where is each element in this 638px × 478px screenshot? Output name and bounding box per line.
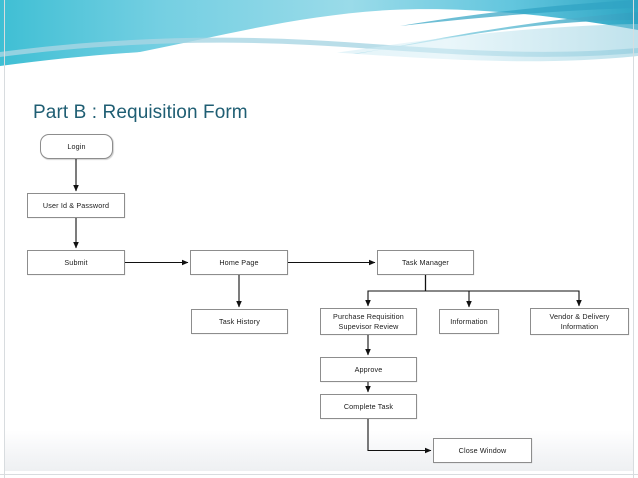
flow-node-home-page[interactable]: Home Page (190, 250, 288, 275)
flow-node-complete[interactable]: Complete Task (320, 394, 417, 419)
flow-node-label: Login (67, 141, 86, 151)
flow-node-approve[interactable]: Approve (320, 357, 417, 382)
page-border-left (4, 0, 5, 478)
flow-node-task-history[interactable]: Task History (191, 309, 288, 334)
flow-node-label: Task History (219, 316, 260, 326)
flow-node-label: Home Page (219, 257, 259, 267)
flow-node-close-window[interactable]: Close Window (433, 438, 532, 463)
flow-node-information[interactable]: Information (439, 309, 499, 334)
page-border-bottom (0, 474, 638, 475)
diagram-canvas (5, 129, 633, 471)
flow-node-label: Task Manager (402, 257, 449, 267)
flow-node-label: Information (450, 316, 488, 326)
flow-node-login[interactable]: Login (40, 134, 113, 159)
flow-node-label: Approve (354, 364, 383, 374)
flow-node-label: User Id & Password (42, 200, 110, 210)
flow-node-credentials[interactable]: User Id & Password (27, 193, 125, 218)
flow-node-submit[interactable]: Submit (27, 250, 125, 275)
flow-node-label: Complete Task (343, 401, 394, 411)
flow-node-label: Close Window (458, 445, 507, 455)
page-title: Part B : Requisition Form (33, 102, 248, 123)
flow-node-label: Submit (64, 257, 88, 267)
flow-node-task-manager[interactable]: Task Manager (377, 250, 474, 275)
decorative-wave-banner (0, 0, 638, 72)
page-border-right (633, 0, 634, 478)
